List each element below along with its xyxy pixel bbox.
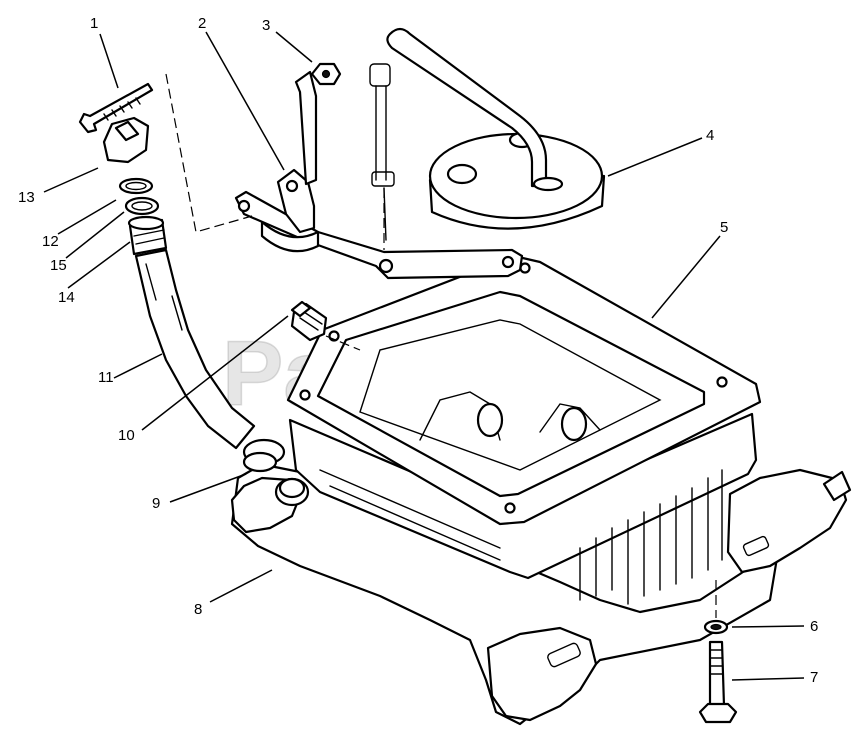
callout-labels: 1 2 3 4 5 6 7 8 9 10 11 12 13 14 15 — [18, 15, 818, 686]
part-12-oring — [118, 177, 154, 195]
part-13-dipstick-cap — [102, 116, 150, 164]
callout-6: 6 — [810, 618, 818, 635]
callout-4: 4 — [706, 127, 714, 144]
part-7-bolt — [698, 640, 738, 724]
callout-11: 11 — [98, 369, 114, 386]
callout-14: 14 — [58, 289, 75, 306]
part-11-dipstick-tube — [134, 248, 286, 473]
part-6-washer — [703, 619, 729, 635]
part-4-breather-cover — [386, 27, 606, 230]
callout-10: 10 — [118, 427, 135, 444]
part-15-seal — [124, 196, 160, 216]
callout-3: 3 — [262, 17, 270, 34]
part-3-nut — [310, 62, 342, 86]
leader-lines — [43, 31, 805, 681]
part-8-sump-base — [230, 254, 852, 726]
callout-12: 12 — [42, 233, 59, 250]
callout-8: 8 — [194, 601, 202, 618]
long-bolt-ghost — [369, 63, 395, 241]
callout-15: 15 — [50, 257, 67, 274]
part-2-bracket — [234, 70, 524, 280]
callout-13: 13 — [18, 189, 35, 206]
callout-2: 2 — [198, 15, 206, 32]
part-10-drain-plug — [290, 300, 328, 342]
part-14-tube-fitting — [127, 215, 168, 256]
assembly-guide-lines — [165, 73, 717, 618]
callout-7: 7 — [810, 669, 818, 686]
part-1-screw — [78, 82, 154, 134]
callout-5: 5 — [720, 219, 728, 236]
callout-9: 9 — [152, 495, 160, 512]
callout-1: 1 — [90, 15, 98, 32]
